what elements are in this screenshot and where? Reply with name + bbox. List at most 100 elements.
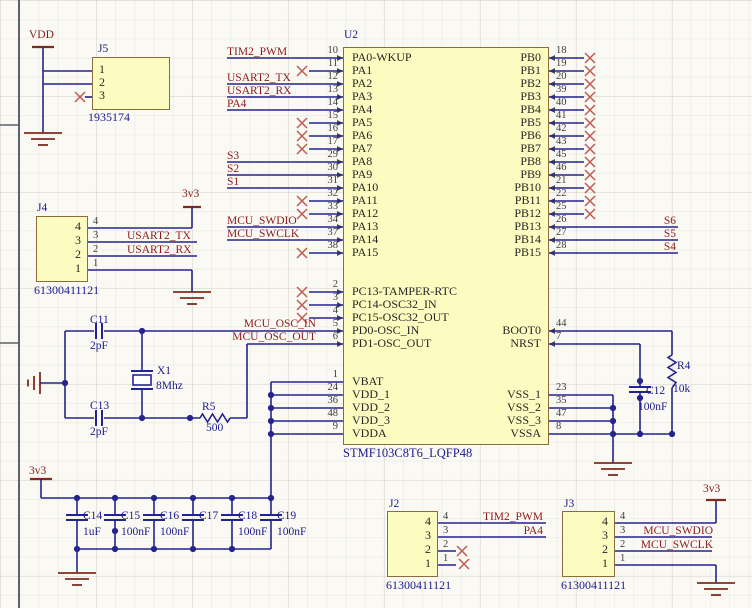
j4-connector-body[interactable] (36, 216, 88, 282)
j2-pin: 2 (425, 542, 431, 556)
u2-pin-name: PA10 (352, 180, 379, 194)
no-connect-icon[interactable] (584, 104, 596, 116)
no-connect-icon[interactable] (584, 91, 596, 103)
u2-pin-number: 8 (556, 421, 562, 432)
u2-pin-number: 37 (327, 227, 339, 238)
u2-pin-name: PB10 (514, 180, 541, 194)
junction-dot[interactable] (267, 430, 275, 438)
no-connect-icon[interactable] (296, 195, 308, 207)
no-connect-icon[interactable] (296, 286, 308, 298)
vdd-power-label: VDD (29, 29, 54, 41)
u2-pin-name: PB15 (514, 245, 541, 259)
no-connect-icon[interactable] (584, 169, 596, 181)
no-connect-icon[interactable] (296, 130, 308, 142)
junction-dot[interactable] (636, 377, 644, 385)
junction-dot[interactable] (267, 417, 275, 425)
j3-net-mcu-swclk: MCU_SWCLK (640, 539, 713, 551)
j5-connector-body[interactable] (92, 57, 170, 110)
no-connect-icon[interactable] (584, 130, 596, 142)
no-connect-icon[interactable] (456, 545, 468, 557)
u2-pin-name: PA3 (352, 89, 373, 103)
u2-pin-name: PB5 (520, 115, 541, 129)
no-connect-icon[interactable] (584, 195, 596, 207)
u2-pin-number: 16 (327, 123, 339, 134)
net-label: MCU_OSC_OUT (232, 331, 316, 343)
no-connect-icon[interactable] (584, 52, 596, 64)
junction-dot[interactable] (267, 404, 275, 412)
u2-pin-name: PB14 (514, 232, 541, 246)
junction-dot[interactable] (150, 545, 158, 553)
junction-dot[interactable] (111, 545, 119, 553)
j3-connector-body[interactable] (562, 511, 615, 577)
j3-wire-number: 4 (620, 511, 626, 522)
j5-pin-3: 3 (99, 88, 105, 102)
u2-pin-number: 4 (332, 305, 338, 316)
ground-symbol[interactable] (173, 291, 211, 305)
j3-wire-number: 3 (620, 525, 626, 536)
no-connect-icon[interactable] (296, 312, 308, 324)
net-label: USART2_RX (227, 85, 292, 97)
u2-pin-name: PC13-TAMPER-RTC (352, 284, 457, 298)
no-connect-icon[interactable] (584, 208, 596, 220)
no-connect-icon[interactable] (584, 156, 596, 168)
no-connect-icon[interactable] (296, 143, 308, 155)
no-connect-icon[interactable] (296, 117, 308, 129)
j3-3v3-label: 3v3 (703, 483, 721, 495)
cap-designator: C16 (160, 510, 180, 522)
no-connect-icon[interactable] (584, 65, 596, 77)
u2-pin-number: 29 (327, 149, 339, 160)
c12-value: 100nF (638, 401, 668, 413)
j3-net-mcu-swdio: MCU_SWDIO (643, 525, 713, 537)
j2-wire-number: 3 (443, 525, 449, 536)
no-connect-icon[interactable] (584, 117, 596, 129)
no-connect-icon[interactable] (296, 299, 308, 311)
no-connect-icon[interactable] (296, 247, 308, 259)
resistor-symbol[interactable] (666, 354, 678, 389)
u2-pin-number: 1 (332, 369, 338, 380)
ground-symbol[interactable] (58, 572, 96, 586)
resistor-symbol[interactable] (199, 412, 231, 424)
u2-pin-name: PB2 (520, 76, 541, 90)
ground-symbol[interactable] (697, 582, 735, 596)
u2-pin-name: PA6 (352, 128, 373, 142)
u2-pin-number: 19 (556, 58, 567, 69)
no-connect-icon[interactable] (584, 143, 596, 155)
u2-designator: U2 (344, 29, 359, 41)
j3-wire-number: 1 (620, 553, 626, 564)
no-connect-icon[interactable] (296, 208, 308, 220)
junction-dot[interactable] (189, 545, 197, 553)
u2-pin-name: VDD_1 (352, 387, 390, 401)
junction-dot[interactable] (186, 414, 194, 422)
junction-dot[interactable] (636, 394, 644, 402)
no-connect-icon[interactable] (74, 91, 86, 103)
u2-pin-name: PA13 (352, 219, 379, 233)
u2-pin-number: 21 (556, 175, 567, 186)
ground-symbol[interactable] (24, 132, 62, 146)
no-connect-icon[interactable] (584, 182, 596, 194)
u2-pin-name: PB4 (520, 102, 541, 116)
junction-dot[interactable] (609, 404, 617, 412)
no-connect-icon[interactable] (584, 78, 596, 90)
junction-dot[interactable] (111, 527, 119, 535)
j2-connector-body[interactable] (387, 511, 438, 577)
u2-pin-number: 47 (556, 408, 567, 419)
j4-net-usart2-rx: USART2_RX (127, 244, 192, 256)
j4-part-number: 61300411121 (34, 283, 100, 297)
no-connect-icon[interactable] (296, 65, 308, 77)
u2-pin-name: PB8 (520, 154, 541, 168)
u2-pin-name: PA5 (352, 115, 373, 129)
j2-net-pa4: PA4 (523, 525, 543, 537)
j3-wire-number: 2 (620, 539, 626, 550)
crystal-symbol[interactable] (132, 374, 152, 386)
junction-dot[interactable] (267, 391, 275, 399)
junction-dot[interactable] (609, 417, 617, 425)
ground-symbol[interactable] (594, 462, 632, 476)
u2-pin-number: 23 (556, 382, 567, 393)
junction-dot[interactable] (228, 545, 236, 553)
cap-designator: C18 (238, 510, 258, 522)
u2-pin-number: 46 (556, 162, 567, 173)
no-connect-icon[interactable] (458, 558, 470, 570)
u2-mcu-body[interactable] (343, 47, 549, 445)
ground-symbol[interactable] (27, 372, 41, 394)
u2-pin-number: 31 (327, 175, 339, 186)
